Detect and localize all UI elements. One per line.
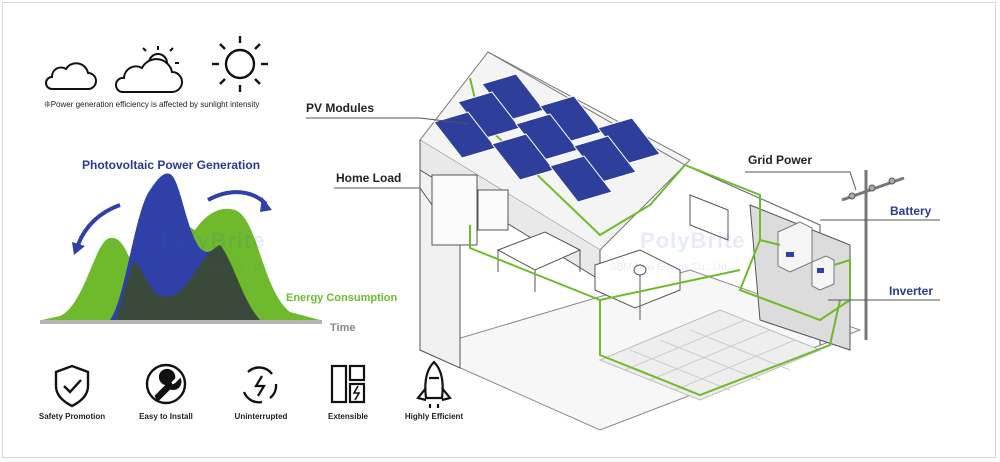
time-axis-label: Time <box>330 322 356 334</box>
wiring <box>469 77 851 397</box>
power-cycle-icon <box>242 366 278 404</box>
chart-title: Photovoltaic Power Generation <box>82 158 261 172</box>
energy-consumption-label: Energy Consumption <box>286 292 398 304</box>
callout-pv-modules: PV Modules <box>306 101 375 115</box>
feature-label-safety: Safety Promotion <box>38 412 106 421</box>
rocket-icon <box>416 360 452 408</box>
left-arrow <box>76 203 121 246</box>
watermark-company: SBM New Energy Co., Ltd. <box>150 262 270 273</box>
modules-icon <box>330 364 366 404</box>
sun-icon <box>212 36 268 92</box>
overlap-area <box>116 245 260 320</box>
callout-grid-power: Grid Power <box>748 153 813 167</box>
callout-lines <box>306 117 940 301</box>
battery-unit <box>777 221 813 273</box>
callout-battery: Battery <box>890 204 932 218</box>
power-chart <box>40 173 322 324</box>
feature-label-efficient: Highly Efficient <box>404 412 464 421</box>
callout-home-load: Home Load <box>336 171 402 185</box>
watermark-brand: PolyBrite <box>160 228 266 253</box>
feature-label-install: Easy to Install <box>139 412 193 421</box>
inverter-unit <box>811 255 835 291</box>
right-arrow <box>207 190 268 206</box>
pv-panel <box>549 155 613 203</box>
feature-label-extensible: Extensible <box>327 412 368 421</box>
shield-check-icon <box>54 364 90 408</box>
watermark-company-2: SBM New Energy Co., Ltd. <box>610 262 730 273</box>
wrench-icon <box>145 363 187 405</box>
floor-grid <box>624 319 796 391</box>
back-wall <box>749 204 851 351</box>
callout-inverter: Inverter <box>889 284 934 298</box>
tv <box>689 194 729 241</box>
sofa <box>594 249 681 309</box>
partly-sunny-icon <box>114 46 183 93</box>
pv-modules <box>433 73 661 203</box>
efficiency-note: ❊Power generation efficiency is affected… <box>44 100 260 109</box>
watermark-brand-2: PolyBrite <box>640 228 746 253</box>
feature-label-uninterrupted: Uninterrupted <box>234 412 288 421</box>
cloud-icon <box>45 62 97 90</box>
